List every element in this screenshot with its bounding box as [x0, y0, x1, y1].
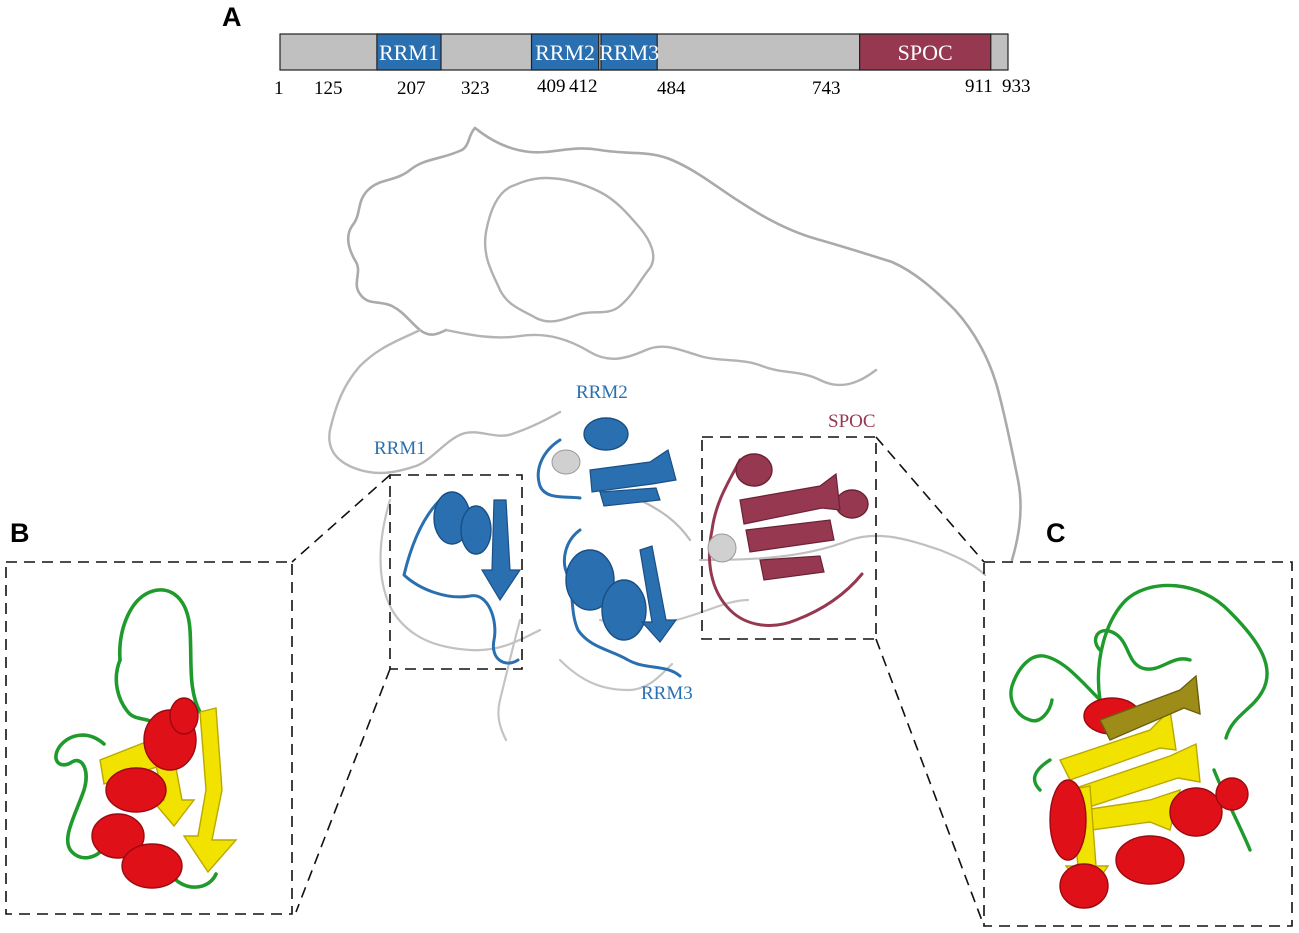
spoc-zoom-helix-5 [1169, 787, 1223, 837]
panel-a-letter: A [222, 2, 242, 32]
rrm2-grey-helix [551, 449, 581, 475]
structure-label-spoc: SPOC [828, 411, 876, 432]
position-label-409: 409 [537, 76, 566, 97]
position-label-911: 911 [965, 76, 993, 97]
spoc-zoom-helix-3 [1059, 863, 1109, 909]
rrm3-helix-a [565, 549, 615, 611]
spoc-zoom-cartoon [1009, 583, 1269, 909]
panel-c-frame [983, 561, 1293, 927]
position-label-207: 207 [397, 78, 426, 99]
structure-label-rrm2: RRM2 [576, 382, 628, 403]
position-label-933: 933 [1002, 76, 1031, 97]
spoc-sheet-b [745, 519, 835, 553]
rrm2-strand [599, 487, 661, 507]
spoc-zoom-helix-2 [1049, 779, 1087, 861]
structure-label-rrm3: RRM3 [641, 683, 693, 704]
rrm1-zoom-helix-2 [105, 767, 167, 813]
spoc-selection-box [701, 436, 877, 640]
position-label-412: 412 [569, 76, 598, 97]
rrm1-zoom-helix-4 [121, 843, 183, 889]
domain-label-spoc: SPOC [898, 40, 953, 65]
position-label-125: 125 [314, 78, 343, 99]
panel-b-letter: B [10, 518, 30, 548]
rrm3-strand [639, 545, 678, 643]
linker-coils [328, 126, 1022, 742]
position-label-1: 1 [274, 78, 284, 99]
structure-label-rrm1: RRM1 [374, 438, 426, 459]
spoc-helix-b [835, 489, 869, 519]
full-length-structure-model: RRM1 RRM2 RRM3 SPOC [328, 126, 1022, 742]
position-label-323: 323 [461, 78, 490, 99]
spoc-domain-cartoon [707, 453, 869, 627]
rrm3-helix-b [601, 579, 647, 641]
rrm1-strand [480, 499, 522, 602]
position-labels: 1 125 207 323 409 412 484 743 911 933 [274, 76, 1031, 99]
domain-label-rrm1: RRM1 [379, 40, 439, 65]
rrm2-helix-a [583, 417, 629, 451]
rrm2-domain-cartoon [536, 417, 677, 507]
rrm1-zoom-cartoon [54, 588, 238, 889]
spoc-sheet-a [739, 472, 841, 525]
rrm1-helix-b [460, 505, 492, 555]
zoom-guides [291, 436, 985, 927]
panel-c-letter: C [1046, 518, 1066, 548]
rrm1-zoom-helix-5 [169, 697, 199, 735]
spoc-helix-a [735, 453, 773, 487]
rrm2-sheet [589, 449, 677, 493]
spoc-grey-helix [707, 533, 737, 563]
rrm1-zoom-strand-b [182, 707, 238, 874]
spoc-zoom-helix-4 [1115, 835, 1185, 885]
domain-block-rrm2 [530, 33, 600, 71]
domain-block-spoc [858, 33, 992, 71]
domain-block-rrm3 [600, 33, 658, 71]
rrm3-domain-cartoon [563, 528, 682, 678]
rrm1-zoom-helix-3 [91, 813, 145, 859]
spoc-zoom-strand-3 [1099, 674, 1201, 741]
zoom-line-b-bottom [295, 668, 391, 913]
zoom-line-b-top [291, 474, 391, 563]
domain-block-rrm1 [376, 33, 442, 71]
spoc-sheet-c [759, 555, 825, 581]
zoom-line-c-top [875, 436, 985, 563]
spoc-zoom-helix-6 [1215, 777, 1249, 811]
zoom-line-c-bottom [875, 638, 985, 927]
position-label-484: 484 [657, 78, 686, 99]
domain-label-rrm3: RRM3 [599, 40, 659, 65]
domain-label-rrm2: RRM2 [535, 40, 595, 65]
position-label-743: 743 [812, 78, 841, 99]
panel-b-frame [5, 561, 293, 915]
rrm1-domain-cartoon [402, 491, 522, 665]
